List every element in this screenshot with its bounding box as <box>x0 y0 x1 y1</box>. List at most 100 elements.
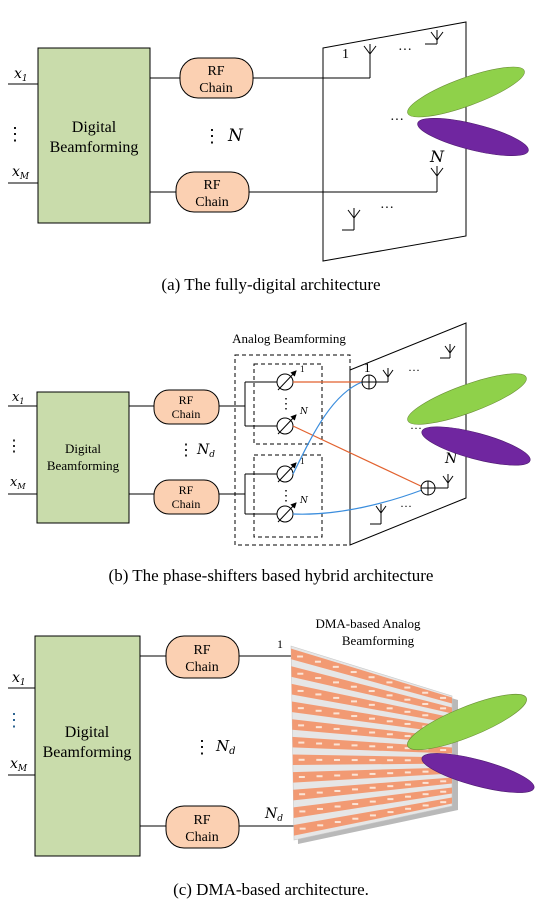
dma-element-slot <box>386 707 393 710</box>
phase-shifter-icon <box>276 502 297 523</box>
array-ellipsis-b3: ··· <box>400 499 412 513</box>
panel-a: Digital Beamforming x1 xM ⋮ RF Chain RF … <box>6 21 529 294</box>
dma-element-slot <box>315 677 322 680</box>
rf-chain-box-b1 <box>153 389 220 425</box>
dma-element-slot <box>387 772 394 775</box>
digital-label-a2: Beamforming <box>50 139 139 156</box>
dma-element-slot <box>386 681 393 684</box>
phase-shifter-icon <box>276 370 297 391</box>
dma-element-slot <box>440 749 447 752</box>
ps-label-na: N <box>299 407 309 417</box>
dma-element-slot <box>298 724 305 727</box>
phase-shifter-group-2 <box>253 454 323 538</box>
antenna-label-1-a: 1 <box>342 47 349 62</box>
beam-purple-c <box>421 753 535 793</box>
dma-element-slot <box>351 759 358 762</box>
dma-element-slot <box>297 655 304 658</box>
antenna-icon <box>342 208 361 231</box>
dma-element-slot <box>351 773 358 776</box>
dma-element-slot <box>368 690 375 693</box>
dma-element-slot <box>404 759 411 762</box>
dma-element-slot <box>440 801 447 804</box>
dma-element-slot <box>316 807 323 810</box>
input-x1-a: x1 <box>14 66 28 84</box>
rf-label-b2-line1: RF <box>179 483 194 497</box>
rf-label-b1-line2: Chain <box>172 407 201 421</box>
dma-element-slot <box>297 707 304 710</box>
dma-element-slot <box>369 786 376 789</box>
dma-element-slot <box>333 727 340 730</box>
dma-strip <box>291 666 452 714</box>
antenna-label-n-b: N <box>444 451 458 467</box>
dma-element-slot <box>369 731 376 734</box>
chain-ellipsis-c: ⋮ <box>193 737 211 757</box>
rf-label-a2-line2: Chain <box>195 195 228 210</box>
dma-element-slot <box>386 720 393 723</box>
dma-element-slot <box>387 759 394 762</box>
caption-a: (a) The fully-digital architecture <box>161 275 380 294</box>
antenna-icon <box>363 44 377 60</box>
dma-element-slot <box>386 694 393 697</box>
dma-element-slot <box>387 785 394 788</box>
input-xm-a: xM <box>12 164 30 182</box>
dma-element-slot <box>299 827 306 830</box>
chain-count-a: N <box>227 126 244 146</box>
dma-element-slot <box>333 681 340 684</box>
analog-beamforming-title: Analog Beamforming <box>232 331 346 346</box>
dma-element-slot <box>334 774 341 777</box>
dma-strip <box>293 797 452 836</box>
dma-element-slot <box>369 814 376 817</box>
dma-element-slot <box>404 698 411 701</box>
dma-element-slot <box>314 660 321 663</box>
feed-label-nd: Nd <box>264 806 283 824</box>
rf-chain-box-c1 <box>165 635 240 679</box>
dma-element-slot <box>422 714 429 717</box>
dma-element-slot <box>387 798 394 801</box>
beam-purple-a <box>417 118 529 156</box>
dma-element-slot <box>334 821 341 824</box>
combiner-icon <box>420 480 436 496</box>
dma-element-slot <box>422 781 429 784</box>
dma-element-slot <box>298 776 305 779</box>
dma-element-slot <box>404 710 411 713</box>
rf-label-c1-line1: RF <box>193 643 210 658</box>
rf-label-c2-line2: Chain <box>185 830 218 845</box>
beam-purple-b <box>421 426 531 466</box>
array-ellipsis-a2: ··· <box>390 113 404 128</box>
array-ellipsis-a1: ··· <box>398 43 412 58</box>
dma-element-slot <box>352 788 359 791</box>
input-x1-c: x1 <box>12 670 26 688</box>
chain-ellipsis-b: ⋮ <box>178 442 194 459</box>
ps-label-1b: 1 <box>300 456 305 466</box>
dma-element-slot <box>334 789 341 792</box>
feed-label-1: 1 <box>277 637 283 651</box>
dma-strip <box>291 648 452 704</box>
ps-ellipsis-2: ⋮ <box>279 489 293 504</box>
dma-element-slot <box>299 810 306 813</box>
antenna-icon <box>435 474 454 489</box>
ps-ellipsis-1: ⋮ <box>279 397 293 412</box>
dma-element-slot <box>315 693 322 696</box>
rf-label-c1-line2: Chain <box>185 660 218 675</box>
dma-strips <box>291 648 452 836</box>
rf-label-b1-line1: RF <box>179 393 194 407</box>
dma-element-slot <box>299 793 306 796</box>
dma-element-slot <box>422 703 429 706</box>
dma-element-slot <box>298 741 305 744</box>
dma-element-slot <box>422 804 429 807</box>
dma-element-slot <box>422 770 429 773</box>
rf-chain-box-c2 <box>165 805 240 849</box>
ps-label-nb: N <box>299 496 309 506</box>
dma-element-slot <box>297 672 304 675</box>
dma-element-slot <box>316 791 323 794</box>
array-ellipsis-a3: ··· <box>380 201 394 216</box>
dma-element-slot <box>351 700 358 703</box>
dma-element-slot <box>334 805 341 808</box>
dma-element-slot <box>315 709 322 712</box>
dma-element-slot <box>368 717 375 720</box>
dma-element-slot <box>404 771 411 774</box>
dma-element-slot <box>351 744 358 747</box>
dma-element-slot <box>404 747 411 750</box>
array-ellipsis-b1: ··· <box>408 363 420 377</box>
